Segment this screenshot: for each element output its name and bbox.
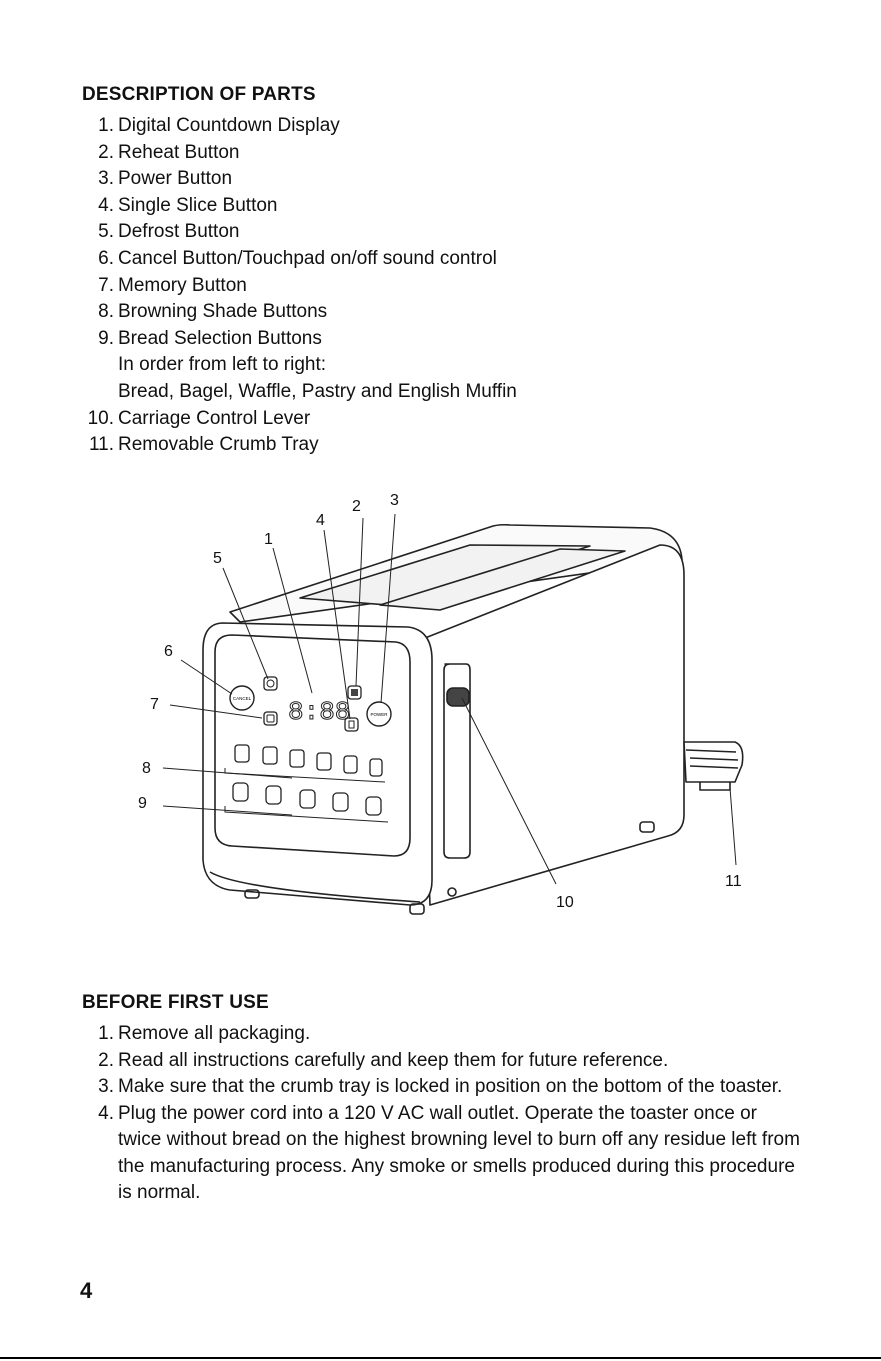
parts-heading: DESCRIPTION OF PARTS — [82, 84, 316, 105]
shade-button[interactable] — [343, 755, 358, 774]
single-slice-button[interactable] — [344, 717, 359, 732]
list-item: 3.Power Button — [98, 168, 233, 190]
bread-selection-buttons — [232, 782, 382, 816]
list-item: 10.Carriage Control Lever — [87, 407, 311, 429]
callout-3: 3 — [390, 492, 399, 509]
list-item: 7.Memory Button — [98, 274, 247, 296]
callout-10: 10 — [556, 894, 574, 911]
shade-button[interactable] — [316, 752, 332, 771]
list-item: 1.Digital Countdown Display — [98, 115, 340, 136]
list-item: 1.Remove all packaging. — [98, 1023, 311, 1044]
cancel-button-label: CANCEL — [233, 696, 252, 701]
reheat-icon — [351, 689, 358, 696]
waffle-button[interactable] — [299, 789, 316, 809]
callout-8: 8 — [142, 760, 151, 777]
list-subline: Bread, Bagel, Waffle, Pastry and English… — [118, 380, 517, 402]
shade-button[interactable] — [289, 749, 305, 768]
browning-shade-buttons — [234, 744, 383, 777]
callout-7: 7 — [150, 696, 159, 713]
callout-4: 4 — [316, 512, 325, 529]
shade-button[interactable] — [234, 744, 250, 763]
power-button[interactable] — [366, 701, 392, 727]
parts-list: 1.Digital Countdown Display 2.Reheat But… — [82, 113, 802, 459]
power-button-label: POWER — [370, 712, 388, 717]
bottom-rule — [0, 1357, 881, 1359]
list-subline: In order from left to right: — [118, 354, 327, 376]
single-slice-icon — [348, 720, 355, 729]
shade-button[interactable] — [369, 758, 383, 777]
callout-11: 11 — [725, 873, 742, 890]
list-item: 4.Plug the power cord into a 120 V AC wa… — [98, 1102, 800, 1204]
control-panel: CANCEL POWER 8:88 — [224, 676, 392, 823]
callout-5: 5 — [213, 550, 222, 567]
list-item: 5.Defrost Button — [98, 221, 240, 243]
list-item: 2.Reheat Button — [98, 141, 240, 163]
first-use-list: 1.Remove all packaging. 2.Read all instr… — [82, 1021, 802, 1207]
english-muffin-button[interactable] — [365, 796, 382, 816]
shade-button[interactable] — [262, 746, 278, 765]
defrost-button[interactable] — [263, 676, 278, 691]
callout-2: 2 — [352, 498, 361, 515]
memory-button[interactable] — [263, 711, 278, 726]
memory-icon — [266, 714, 275, 723]
bread-button[interactable] — [232, 782, 249, 802]
list-item: 11.Removable Crumb Tray — [88, 434, 319, 456]
callout-6: 6 — [164, 643, 173, 660]
list-item: 8.Browning Shade Buttons — [98, 301, 328, 323]
page-number: 4 — [80, 1278, 93, 1303]
toaster-diagram: CANCEL POWER 8:88 — [138, 492, 744, 915]
list-item: 3.Make sure that the crumb tray is locke… — [98, 1076, 783, 1097]
callouts: 1 2 3 4 5 6 7 8 9 10 11 — [138, 492, 742, 911]
list-item: 6.Cancel Button/Touchpad on/off sound co… — [98, 247, 497, 269]
pastry-button[interactable] — [332, 792, 349, 812]
cancel-button[interactable] — [229, 685, 255, 711]
defrost-icon — [266, 679, 275, 688]
leader-lines — [162, 513, 737, 885]
countdown-display: 8:88 — [288, 697, 350, 727]
callout-1: 1 — [264, 531, 273, 548]
bagel-button[interactable] — [265, 785, 282, 805]
callout-9: 9 — [138, 795, 147, 812]
list-item: 2.Read all instructions carefully and ke… — [98, 1049, 669, 1071]
first-use-heading: BEFORE FIRST USE — [82, 992, 269, 1013]
list-item: 4.Single Slice Button — [98, 194, 278, 216]
